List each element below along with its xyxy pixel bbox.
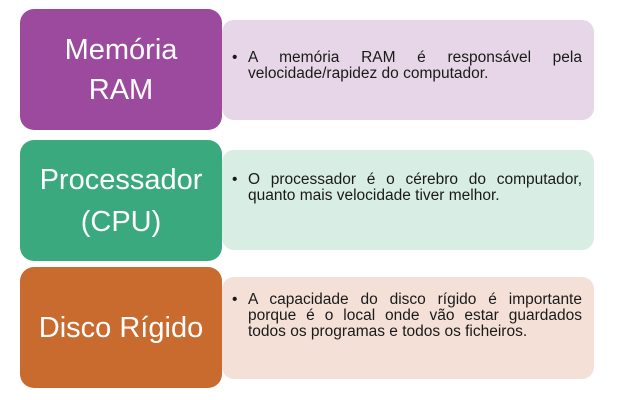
label-processador: Processador (CPU) — [39, 163, 203, 238]
bullet-icon: • — [232, 291, 238, 308]
label-memoria-ram: Memória RAM — [64, 33, 178, 106]
text-box-processador: • O processador é o cérebro do computado… — [222, 150, 594, 250]
label-box-memoria-ram: Memória RAM — [20, 9, 222, 130]
description-processador: O processador é o cérebro do computador,… — [248, 171, 582, 204]
bullet-item-processador: • O processador é o cérebro do computado… — [232, 172, 582, 204]
description-memoria-ram: A memória RAM é responsável pela velocid… — [248, 49, 582, 82]
bullet-item-disco-rigido: • A capacidade do disco rígido é importa… — [232, 292, 582, 340]
label-box-processador: Processador (CPU) — [20, 140, 222, 261]
label-box-disco-rigido: Disco Rígido — [20, 267, 222, 388]
bullet-icon: • — [232, 171, 238, 188]
text-box-memoria-ram: • A memória RAM é responsável pela veloc… — [222, 20, 594, 120]
bullet-item-memoria-ram: • A memória RAM é responsável pela veloc… — [232, 50, 582, 82]
label-disco-rigido: Disco Rígido — [38, 311, 204, 344]
text-box-disco-rigido: • A capacidade do disco rígido é importa… — [222, 277, 594, 379]
bullet-icon: • — [232, 49, 238, 66]
description-disco-rigido: A capacidade do disco rígido é important… — [248, 291, 582, 340]
